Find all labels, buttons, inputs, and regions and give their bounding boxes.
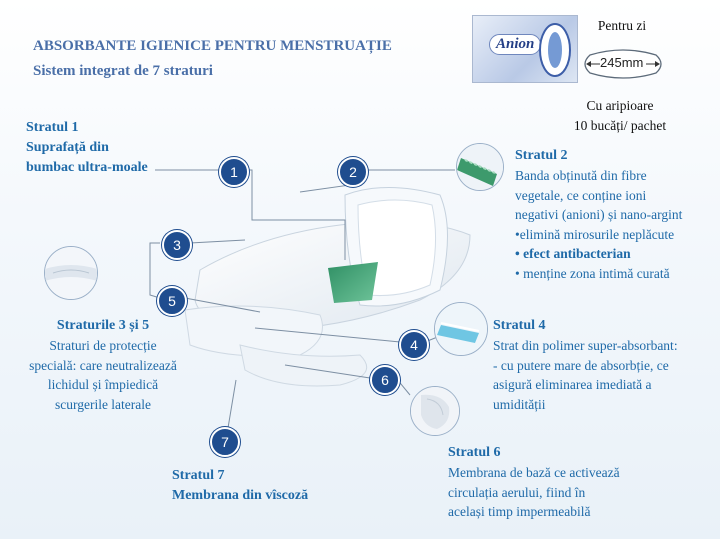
layer-3-5-line: lichidul și împiedică bbox=[47, 377, 159, 392]
marker-1: 1 bbox=[219, 157, 249, 187]
layer-3-5-line: Straturi de protecție bbox=[49, 338, 157, 353]
layer-2-title: Stratul 2 bbox=[515, 148, 568, 163]
wings-label: Cu aripioare bbox=[586, 98, 654, 113]
layer-3-5-title: Straturile 3 și 5 bbox=[56, 318, 150, 333]
layer-4-line: Strat din polimer super-absorbant: bbox=[493, 338, 678, 353]
marker-3: 3 bbox=[162, 230, 192, 260]
layer-2-text: Stratul 2 Banda obținută din fibre veget… bbox=[515, 146, 682, 283]
layer-4-text: Stratul 4 Strat din polimer super-absorb… bbox=[493, 316, 678, 414]
layer-4-title: Stratul 4 bbox=[493, 318, 546, 333]
pad-illustration bbox=[184, 187, 471, 387]
layer-3-5-thumbnail bbox=[44, 246, 98, 300]
layer-2-line: negativi (anioni) și nano-argint bbox=[515, 207, 683, 222]
marker-5: 5 bbox=[157, 286, 187, 316]
layer-7-title: Stratul 7 bbox=[172, 468, 225, 483]
count-label: 10 bucăți/ pachet bbox=[573, 118, 667, 133]
layer-4-thumbnail bbox=[434, 302, 488, 356]
pad-green-core bbox=[328, 262, 378, 303]
layer-3-5-text: Straturile 3 și 5 Straturi de protecție … bbox=[8, 316, 198, 414]
layer-7-text: Stratul 7 Membrana din vîscoză bbox=[172, 466, 308, 506]
layer-3-5-line: specială: care neutralizează bbox=[29, 357, 177, 373]
layer-4-line: asigură eliminarea imediată a bbox=[493, 377, 652, 392]
day-label: Pentru zi bbox=[597, 18, 647, 33]
size-graphic: 245mm bbox=[580, 43, 666, 85]
layer-6-line: Membrana de bază ce activează bbox=[448, 465, 620, 480]
layer-2-line: Banda obținută din fibre bbox=[515, 168, 647, 183]
layer-2-thumbnail bbox=[456, 143, 504, 191]
layer-1-line2: bumbac ultra-moale bbox=[26, 160, 148, 175]
connector-lines bbox=[149, 169, 456, 429]
layer-7-line1: Membrana din vîscoză bbox=[172, 488, 309, 503]
product-package-image: Anion bbox=[472, 15, 578, 83]
layer-2-bullet: • menține zona intimă curată bbox=[515, 265, 670, 281]
layer-2-line: vegetale, ce conține ioni bbox=[515, 187, 647, 203]
marker-2: 2 bbox=[338, 157, 368, 187]
layer-4-line: - cu putere mare de absorbție, ce bbox=[493, 357, 669, 373]
layer-4-line: umidității bbox=[493, 396, 546, 412]
layer-6-thumbnail bbox=[410, 386, 460, 436]
layer-3-5-line: scurgerile laterale bbox=[54, 396, 152, 412]
layer-6-line: circulația aerului, fiind în bbox=[448, 484, 586, 500]
layer-6-text: Stratul 6 Membrana de bază ce activează … bbox=[448, 443, 620, 522]
layer-6-title: Stratul 6 bbox=[448, 445, 501, 460]
marker-7: 7 bbox=[210, 427, 240, 457]
layer-1-text: Stratul 1 Suprafață din bumbac ultra-moa… bbox=[26, 118, 148, 178]
marker-4: 4 bbox=[399, 330, 429, 360]
layer-1-title: Stratul 1 bbox=[26, 120, 79, 135]
size-value: 245mm bbox=[600, 55, 644, 70]
page-subtitle: Sistem integrat de 7 straturi bbox=[33, 63, 213, 79]
marker-6: 6 bbox=[370, 365, 400, 395]
layer-2-bullet: •elimină mirosurile neplăcute bbox=[515, 226, 675, 242]
layer-2-bullet: • efect antibacterian bbox=[515, 246, 631, 261]
layer-1-line1: Suprafață din bbox=[26, 140, 109, 155]
layer-6-line: același timp impermeabilă bbox=[448, 504, 591, 519]
page-title: ABSORBANTE IGIENICE PENTRU MENSTRUAȚIE bbox=[33, 38, 392, 54]
package-pad-graphic bbox=[539, 23, 571, 77]
